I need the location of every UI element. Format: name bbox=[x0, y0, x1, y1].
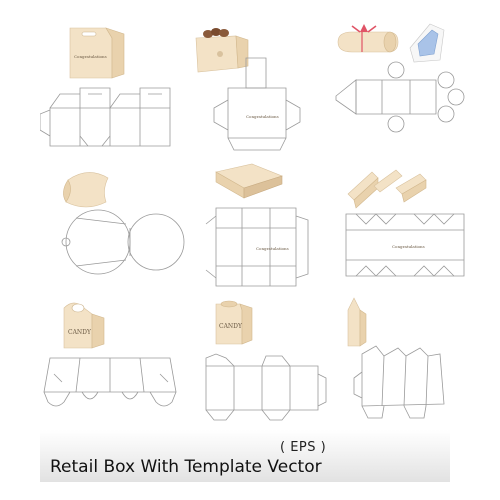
caption-bar: ( EPS ) Retail Box With Template Vector bbox=[40, 430, 450, 482]
template-gable-handle-box: Congratulations bbox=[40, 18, 186, 156]
template-pillow-tube-box bbox=[332, 18, 478, 156]
format-label: ( EPS ) bbox=[280, 440, 327, 455]
flat-lid-box-illustration: Congratulations bbox=[205, 163, 309, 287]
tall-peak-dieline bbox=[353, 345, 445, 419]
chocolate-box-dieline: Congratulations bbox=[213, 57, 301, 151]
handle-candy-print: CANDY bbox=[68, 329, 92, 336]
handle-candy-box-illustration: CANDY bbox=[43, 302, 177, 407]
chocolate-flap-box-illustration: Congratulations bbox=[195, 28, 301, 151]
gable-handle-box-illustration: Congratulations bbox=[40, 27, 171, 147]
flat-box-dieline: Congratulations bbox=[205, 207, 309, 287]
pillow-box-dieline bbox=[61, 209, 185, 275]
image-title: Retail Box With Template Vector bbox=[50, 457, 322, 477]
round-pillow-box-illustration bbox=[61, 172, 185, 275]
window-box-3d bbox=[409, 23, 445, 63]
chocolate-box-3d bbox=[195, 28, 249, 73]
handle-candy-box-3d: CANDY bbox=[63, 302, 105, 349]
cube-candy-dieline bbox=[205, 353, 327, 421]
cube-candy-print: CANDY bbox=[219, 323, 243, 330]
pillow-tube-box-illustration bbox=[335, 23, 465, 133]
tube-box-3d bbox=[337, 24, 399, 53]
tall-peak-box-3d bbox=[347, 297, 367, 347]
chocolate-dieline-print: Congratulations bbox=[246, 114, 279, 119]
gable-box-print: Congratulations bbox=[74, 54, 107, 59]
template-sheet: Congratulations bbox=[40, 8, 480, 426]
template-tall-peak-box bbox=[332, 294, 478, 432]
tall-peak-box-illustration bbox=[347, 297, 445, 419]
template-cracker-box: Congratulations bbox=[332, 158, 478, 296]
flat-box-3d bbox=[215, 163, 283, 199]
flat-dieline-print: Congratulations bbox=[256, 246, 289, 251]
template-cube-candy-box: CANDY bbox=[186, 294, 332, 432]
gable-box-3d: Congratulations bbox=[69, 27, 125, 79]
cracker-dieline-print: Congratulations bbox=[392, 244, 425, 249]
template-chocolate-flap-box: Congratulations bbox=[186, 18, 332, 156]
cracker-box-3d bbox=[347, 169, 427, 209]
handle-candy-dieline bbox=[43, 357, 177, 407]
template-round-pillow-box bbox=[40, 158, 186, 296]
cracker-box-dieline: Congratulations bbox=[345, 213, 465, 277]
cube-candy-box-3d: CANDY bbox=[215, 300, 253, 345]
template-flat-lid-box: Congratulations bbox=[186, 158, 332, 296]
cracker-box-illustration: Congratulations bbox=[345, 169, 465, 277]
template-handle-candy-box: CANDY bbox=[40, 294, 186, 432]
tube-box-dieline bbox=[335, 61, 465, 133]
gable-box-dieline bbox=[40, 87, 171, 147]
pillow-box-3d bbox=[63, 172, 109, 208]
cube-candy-box-illustration: CANDY bbox=[205, 300, 327, 421]
